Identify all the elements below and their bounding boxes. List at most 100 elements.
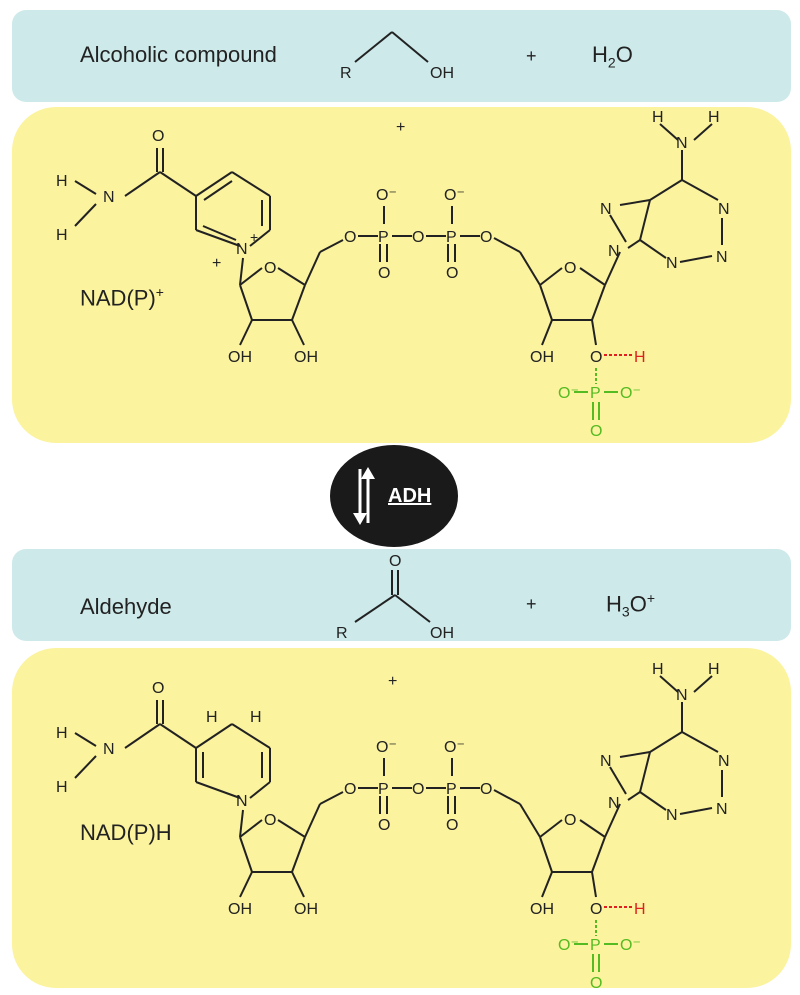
- atom-label: P: [446, 229, 457, 246]
- aldehyde-label: Aldehyde: [80, 594, 172, 619]
- atom-label: H: [634, 901, 646, 918]
- bond: [277, 267, 306, 286]
- bond: [681, 179, 719, 201]
- bond: [604, 251, 621, 286]
- bond: [239, 836, 253, 873]
- adh-label: ADH: [388, 485, 432, 507]
- atom-label: OH: [530, 901, 554, 918]
- bond: [519, 803, 541, 838]
- atom-label: O: [480, 781, 492, 798]
- bond: [159, 171, 197, 197]
- bond: [659, 123, 679, 141]
- bond: [639, 239, 667, 259]
- substrate-panel-top: [12, 10, 791, 102]
- bond: [649, 179, 683, 201]
- bond: [539, 819, 563, 838]
- adh-enzyme-badge: ADH: [330, 445, 458, 547]
- bond: [591, 319, 597, 346]
- bond: [195, 171, 233, 197]
- bond: [159, 723, 197, 749]
- atom-label: H: [634, 349, 646, 366]
- atom-label: O: [564, 260, 576, 277]
- atom-label: N: [103, 189, 115, 206]
- atom-label: OH: [228, 349, 252, 366]
- bond: [291, 836, 306, 873]
- atom-label: N: [236, 793, 248, 810]
- bond: [304, 251, 321, 286]
- bond: [291, 284, 306, 321]
- carbonyl-oxygen: O: [389, 553, 401, 570]
- atom-label: O: [480, 229, 492, 246]
- atom-label: P: [590, 385, 601, 402]
- bond: [195, 781, 241, 799]
- bond: [693, 123, 713, 141]
- atom-label: N: [716, 249, 728, 266]
- atom-label: N: [608, 243, 620, 260]
- atom-label: OH: [294, 349, 318, 366]
- atom-label: H: [56, 173, 68, 190]
- hydroxyl: OH: [430, 65, 454, 82]
- bond: [291, 871, 305, 898]
- bond: [679, 255, 713, 263]
- hydroxyl: OH: [430, 625, 454, 642]
- bond: [619, 199, 651, 206]
- atom-label: N: [666, 255, 678, 272]
- bond: [74, 732, 97, 747]
- bond: [74, 180, 97, 195]
- atom-label: P: [590, 937, 601, 954]
- atom-label: O: [590, 349, 602, 366]
- atom-label: N: [666, 807, 678, 824]
- bond: [74, 755, 97, 779]
- atom-label: O: [564, 812, 576, 829]
- bond: [541, 319, 553, 346]
- bond: [591, 836, 606, 873]
- atom-label: N: [608, 795, 620, 812]
- atom-label: O⁻: [558, 385, 579, 402]
- atom-label: O: [590, 975, 602, 992]
- bond: [619, 751, 651, 758]
- bond: [74, 203, 97, 227]
- bond: [239, 267, 263, 286]
- atom-label: O: [264, 260, 276, 277]
- atom-label: O⁻: [620, 385, 641, 402]
- bond: [639, 751, 651, 793]
- cofactor-panel-top: [12, 107, 791, 443]
- bond: [591, 871, 597, 898]
- bond: [493, 789, 521, 805]
- plus-sign: +: [526, 46, 537, 66]
- atom-label: O⁻: [444, 187, 465, 204]
- bond: [693, 675, 713, 693]
- atom-label: O⁻: [444, 739, 465, 756]
- r-group: R: [336, 625, 348, 642]
- atom-label: O⁻: [620, 937, 641, 954]
- atom-label: O: [446, 817, 458, 834]
- bond: [639, 199, 651, 241]
- atom-label: H: [708, 661, 720, 678]
- hydronium-formula: H3O+: [606, 590, 655, 620]
- bond: [239, 257, 244, 286]
- bond: [609, 766, 627, 795]
- atom-label: P: [378, 229, 389, 246]
- bond: [195, 723, 233, 749]
- atom-label: N: [103, 741, 115, 758]
- atom-label: N: [600, 753, 612, 770]
- bond: [579, 267, 606, 286]
- atom-label: H: [56, 725, 68, 742]
- bond: [681, 731, 719, 753]
- atom-label: N: [600, 201, 612, 218]
- plus-sign: +: [526, 594, 537, 614]
- bond: [304, 803, 321, 838]
- atom-label: P: [446, 781, 457, 798]
- atom-label: O: [344, 781, 356, 798]
- bond: [231, 171, 271, 197]
- plus-center-bottom: +: [388, 673, 397, 690]
- bond: [609, 214, 627, 243]
- atom-label: H: [708, 109, 720, 126]
- bond: [649, 731, 683, 753]
- product-panel-bottom: [12, 549, 791, 641]
- atom-label: H: [652, 109, 664, 126]
- bond: [239, 284, 253, 321]
